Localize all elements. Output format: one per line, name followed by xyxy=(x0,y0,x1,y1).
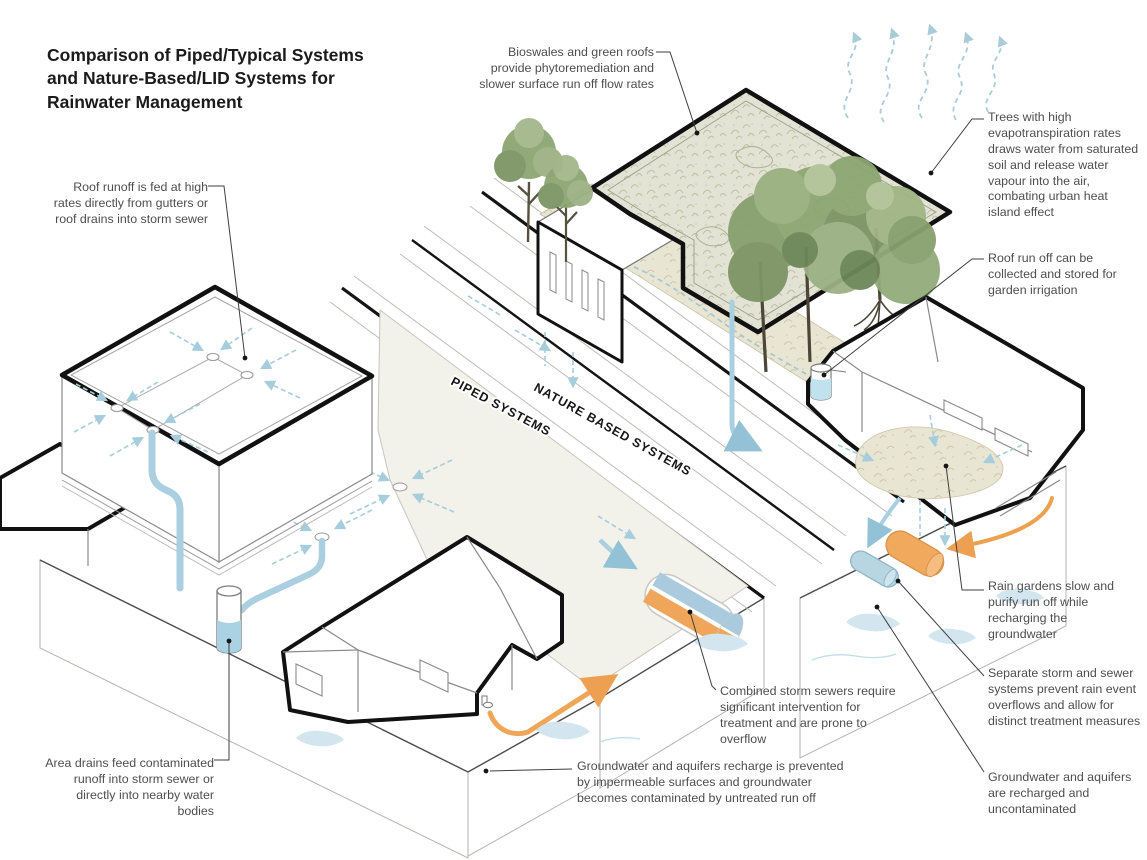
annotation-groundwater-recharged: Groundwater and aquifers are recharged a… xyxy=(988,770,1132,816)
water-table-lines xyxy=(599,653,897,743)
sanitary-pipe xyxy=(487,673,619,737)
separate-sanitary-pipe xyxy=(885,530,945,578)
annotation-area-drains: Area drains feed contaminated runoff int… xyxy=(45,756,214,818)
parking-drain xyxy=(392,482,408,492)
flat-roof xyxy=(59,284,375,467)
annotation-separate-systems: Separate storm and sewer systems prevent… xyxy=(988,666,1141,728)
annotation-bioswales: Bioswales and green roofs provide phytor… xyxy=(479,45,654,91)
house-window xyxy=(943,399,983,431)
lower-wing-wall xyxy=(536,220,624,364)
street-trees xyxy=(494,118,593,262)
area-drain xyxy=(216,537,326,654)
separate-storm-pipe xyxy=(850,550,900,588)
flat-roof-building xyxy=(0,284,375,592)
storm-flow-arrow xyxy=(598,538,638,570)
roof-downpipe xyxy=(148,429,184,592)
page-title: Comparison of Piped/Typical Systems and … xyxy=(47,45,364,112)
annotation-rain-gardens: Rain gardens slow and purify run off whi… xyxy=(988,579,1115,641)
infiltration-arrows xyxy=(919,500,945,544)
toilet xyxy=(481,695,493,709)
slit-windows xyxy=(549,251,605,321)
combined-sewer-pipe xyxy=(642,572,744,651)
runoff-arrows-roof xyxy=(73,327,301,457)
infiltration-arrows xyxy=(544,332,573,386)
large-trees xyxy=(728,156,940,373)
sanitary-pipe-nature xyxy=(946,496,1054,559)
house-window xyxy=(295,663,323,697)
nature-house xyxy=(806,295,1085,527)
house-window xyxy=(419,659,449,693)
annotation-roof-collect: Roof run off can be collected and stored… xyxy=(988,251,1117,297)
rain-garden xyxy=(837,414,1023,499)
piped-house xyxy=(281,535,564,724)
annotation-trees: Trees with high evapotranspiration rates… xyxy=(988,110,1139,220)
leader-lines xyxy=(208,51,985,773)
leader-dots xyxy=(226,130,949,774)
evapotranspiration-arrows xyxy=(843,23,1008,123)
runoff-arrows-parking xyxy=(271,459,637,565)
annotation-combined-sewers: Combined storm sewers require significan… xyxy=(720,684,896,746)
annotation-groundwater-prevented: Groundwater and aquifers recharge is pre… xyxy=(577,759,844,805)
house-window xyxy=(994,427,1029,457)
groundwater-blobs xyxy=(296,588,1044,747)
roof-downpipe xyxy=(723,299,763,452)
annotation-roof-runoff: Roof runoff is fed at high rates directl… xyxy=(53,180,208,226)
storm-flow-arrow xyxy=(867,496,902,549)
